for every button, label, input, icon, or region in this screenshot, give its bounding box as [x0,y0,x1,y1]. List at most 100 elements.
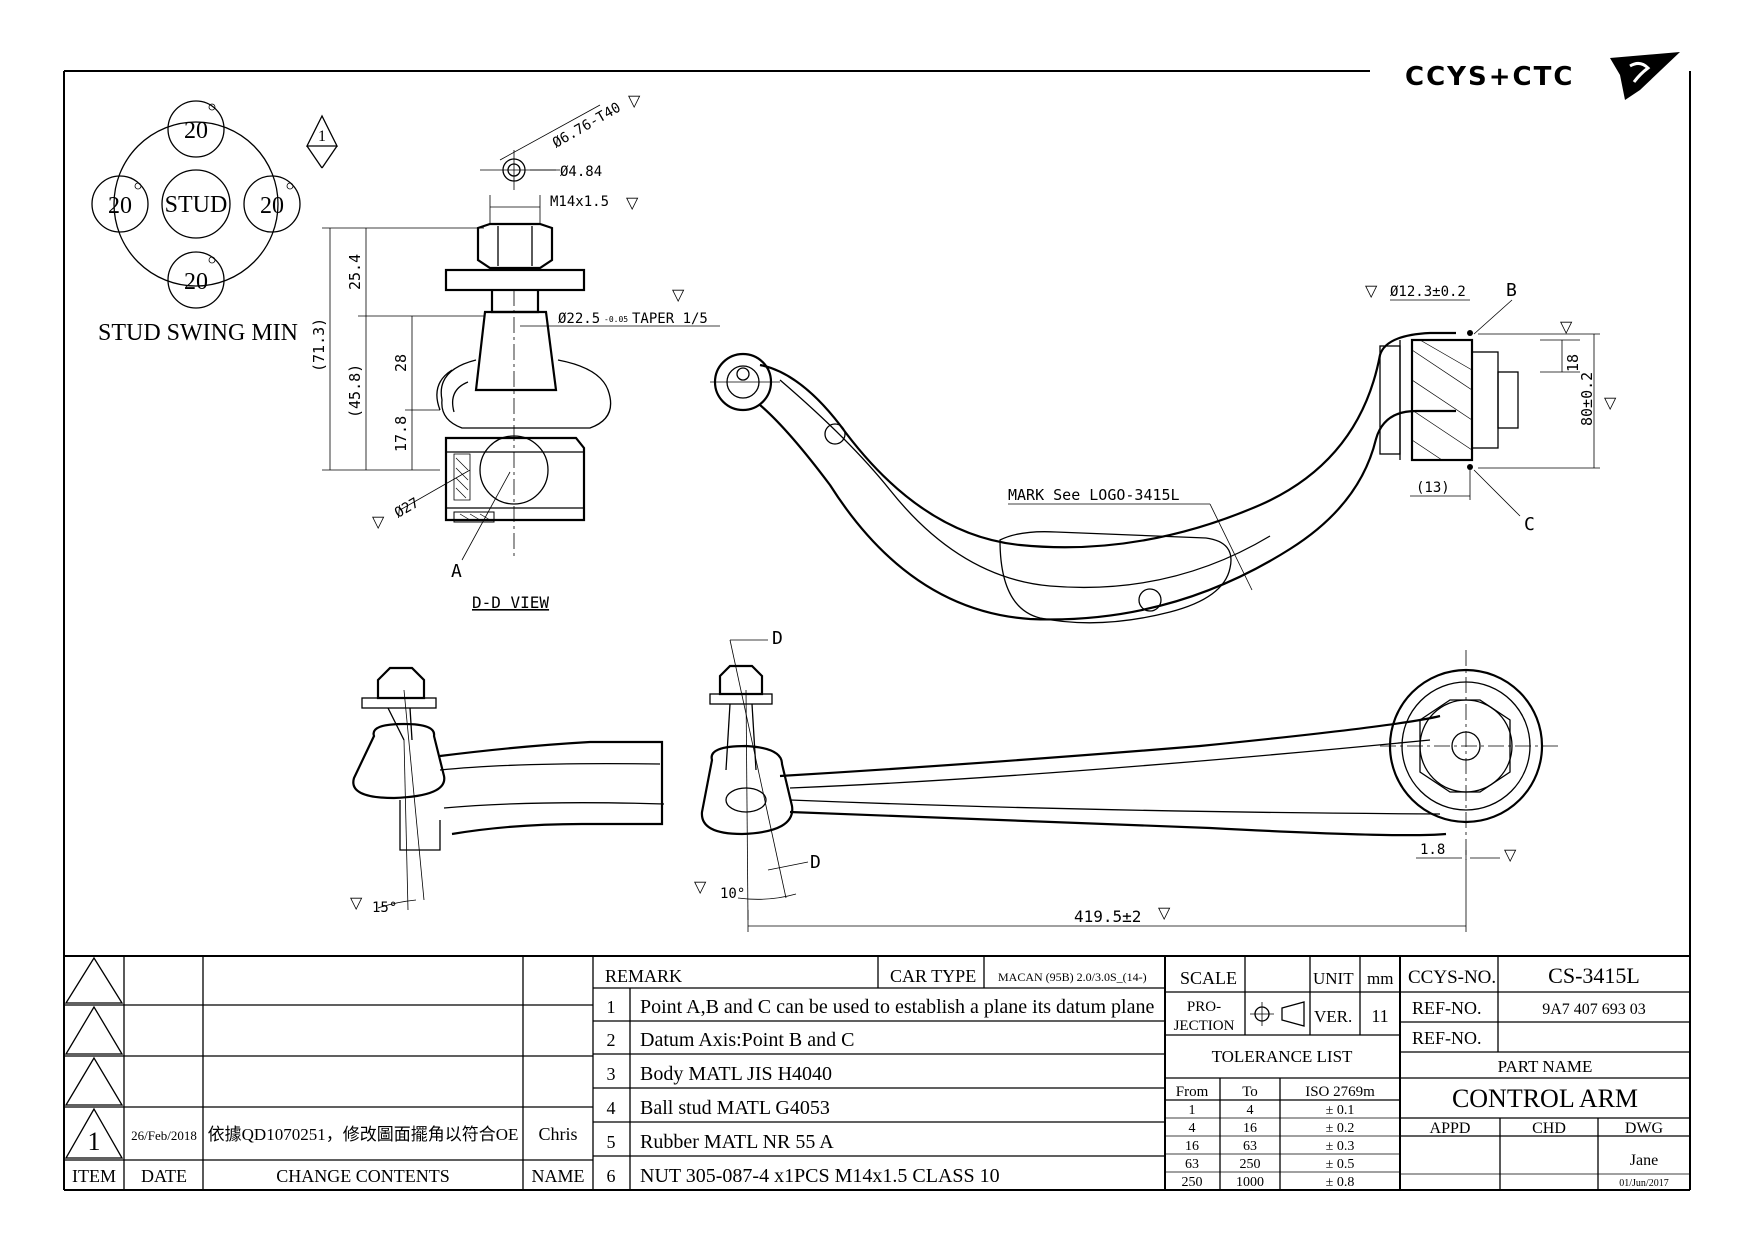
svg-text:▽: ▽ [694,879,707,896]
svg-text:▽: ▽ [1504,847,1517,864]
car-type-label: CAR TYPE [890,966,976,986]
scale-tolerance-block: SCALE UNIT mm PRO- JECTION VER. 11 TOLER… [1174,968,1394,1190]
svg-text:3: 3 [607,1064,616,1084]
svg-text:16: 16 [1243,1121,1257,1136]
dim-length: 419.5±2 [1074,907,1141,926]
svg-text:▽: ▽ [1560,319,1573,336]
dim-13: (13) [1416,480,1450,496]
remarks-table: REMARK CAR TYPE MACAN (95B) 2.0/3.0S_(14… [605,966,1154,1187]
ver-value: 11 [1371,1006,1388,1026]
projection-label-1: PRO- [1187,999,1221,1015]
dim-80: 80±0.2 [1578,372,1596,426]
svg-text:250: 250 [1240,1157,1261,1172]
svg-text:6: 6 [607,1166,616,1186]
remark-5: Rubber MATL NR 55 A [640,1131,834,1153]
dwg-label: DWG [1625,1120,1664,1137]
svg-text:▽: ▽ [1158,905,1171,922]
dim-71-3: (71.3) [310,318,328,372]
remark-header: REMARK [605,966,682,986]
swing-right: 20 [260,193,284,219]
title-block [64,955,1690,1190]
col-content: CHANGE CONTENTS [276,1166,450,1186]
svg-text:± 0.3: ± 0.3 [1326,1139,1355,1154]
col-name: NAME [532,1166,585,1186]
svg-text:▽: ▽ [672,287,685,304]
ccys-no-label: CCYS-NO. [1408,967,1496,988]
remark-3: Body MATL JIS H4040 [640,1063,832,1085]
svg-text:1: 1 [318,128,326,145]
remark-2: Datum Axis:Point B and C [640,1029,854,1051]
revision-marker: 1 [305,114,339,169]
dim-taper-ratio: TAPER 1/5 [632,311,708,327]
rev-item: 1 [88,1127,101,1156]
swing-bottom: 20 [184,269,208,295]
company-logo: CCYS+CTC [1405,52,1680,100]
dim-taper-tol: -0.05 [604,315,628,324]
logo-mark-icon [1610,52,1680,100]
swing-top: 20 [184,118,208,144]
svg-text:63: 63 [1243,1139,1257,1154]
stud-label: STUD [165,192,228,218]
stud-swing-diagram: STUD 20 20 20 20 STUD SWING MIN [91,100,301,346]
rev-name: Chris [538,1124,577,1144]
svg-text:5: 5 [607,1132,616,1152]
col-date: DATE [141,1166,187,1186]
dim-18: 18 [1564,354,1582,372]
drawn-date: 01/Jun/2017 [1619,1178,1668,1189]
dim-bolt-dia: Ø6.76-T40 [550,100,624,152]
dim-17-8: 17.8 [392,416,410,452]
part-name: CONTROL ARM [1452,1084,1638,1113]
ref-no: 9A7 407 693 03 [1542,1001,1646,1018]
svg-text:▽: ▽ [626,195,639,212]
svg-text:▽: ▽ [1604,395,1617,412]
ref-no-label-2: REF-NO. [1412,1028,1482,1048]
dim-28: 28 [392,354,410,372]
ccys-no: CS-3415L [1548,963,1640,988]
svg-text:4: 4 [607,1098,616,1118]
svg-text:250: 250 [1182,1175,1203,1190]
point-d-bottom: D [810,852,821,873]
svg-text:1: 1 [1189,1103,1196,1118]
svg-text:4: 4 [1247,1103,1254,1118]
svg-text:± 0.2: ± 0.2 [1326,1121,1355,1136]
dim-1-8: 1.8 [1420,842,1445,858]
point-c-label: C [1524,514,1535,535]
rev-content: 依據QD1070251，修改圖面擺角以符合OE [208,1125,519,1144]
control-arm-side-view-main: D D ▽ 10° 419.5±2 ▽ 1.8 ▽ [694,628,1560,932]
dim-thread: M14x1.5 [550,194,609,210]
svg-text:± 0.8: ± 0.8 [1326,1175,1355,1190]
control-arm-side-view-left: ▽ 15° [350,666,665,916]
ver-label: VER. [1314,1007,1352,1026]
svg-text:From: From [1176,1084,1209,1100]
svg-text:1: 1 [607,997,616,1017]
svg-text:▽: ▽ [1365,283,1378,300]
angle-15: 15° [372,900,397,916]
dim-hole-dia: Ø4.84 [560,164,602,180]
chd-label: CHD [1532,1120,1566,1137]
revision-table: 1 26/Feb/2018 依據QD1070251，修改圖面擺角以符合OE Ch… [72,1124,585,1186]
point-b-label: B [1506,280,1517,301]
dim-27: Ø27 [392,495,422,522]
svg-text:± 0.1: ± 0.1 [1326,1103,1355,1118]
svg-text:ISO 2769m: ISO 2769m [1305,1084,1375,1100]
svg-text:2: 2 [607,1030,616,1050]
dim-taper-dia: Ø22.5 [558,311,600,327]
svg-text:1000: 1000 [1236,1175,1264,1190]
dim-mark: MARK See LOGO-3415L [1008,486,1180,504]
svg-text:16: 16 [1185,1139,1199,1154]
remark-6: NUT 305-087-4 x1PCS M14x1.5 CLASS 10 [640,1165,1000,1187]
svg-text:4: 4 [1189,1121,1196,1136]
angle-10: 10° [720,886,745,902]
scale-label: SCALE [1180,968,1237,988]
part-info-block: CCYS-NO. CS-3415L REF-NO. 9A7 407 693 03… [1408,963,1669,1189]
svg-text:▽: ▽ [372,514,385,531]
dim-45-8: (45.8) [346,364,364,418]
swing-left: 20 [108,193,132,219]
remark-1: Point A,B and C can be used to establish… [640,996,1154,1018]
col-item: ITEM [72,1166,116,1186]
svg-text:± 0.5: ± 0.5 [1326,1157,1355,1172]
svg-text:To: To [1242,1084,1258,1100]
logo-text: CCYS+CTC [1405,62,1574,92]
stud-swing-label: STUD SWING MIN [98,320,298,346]
